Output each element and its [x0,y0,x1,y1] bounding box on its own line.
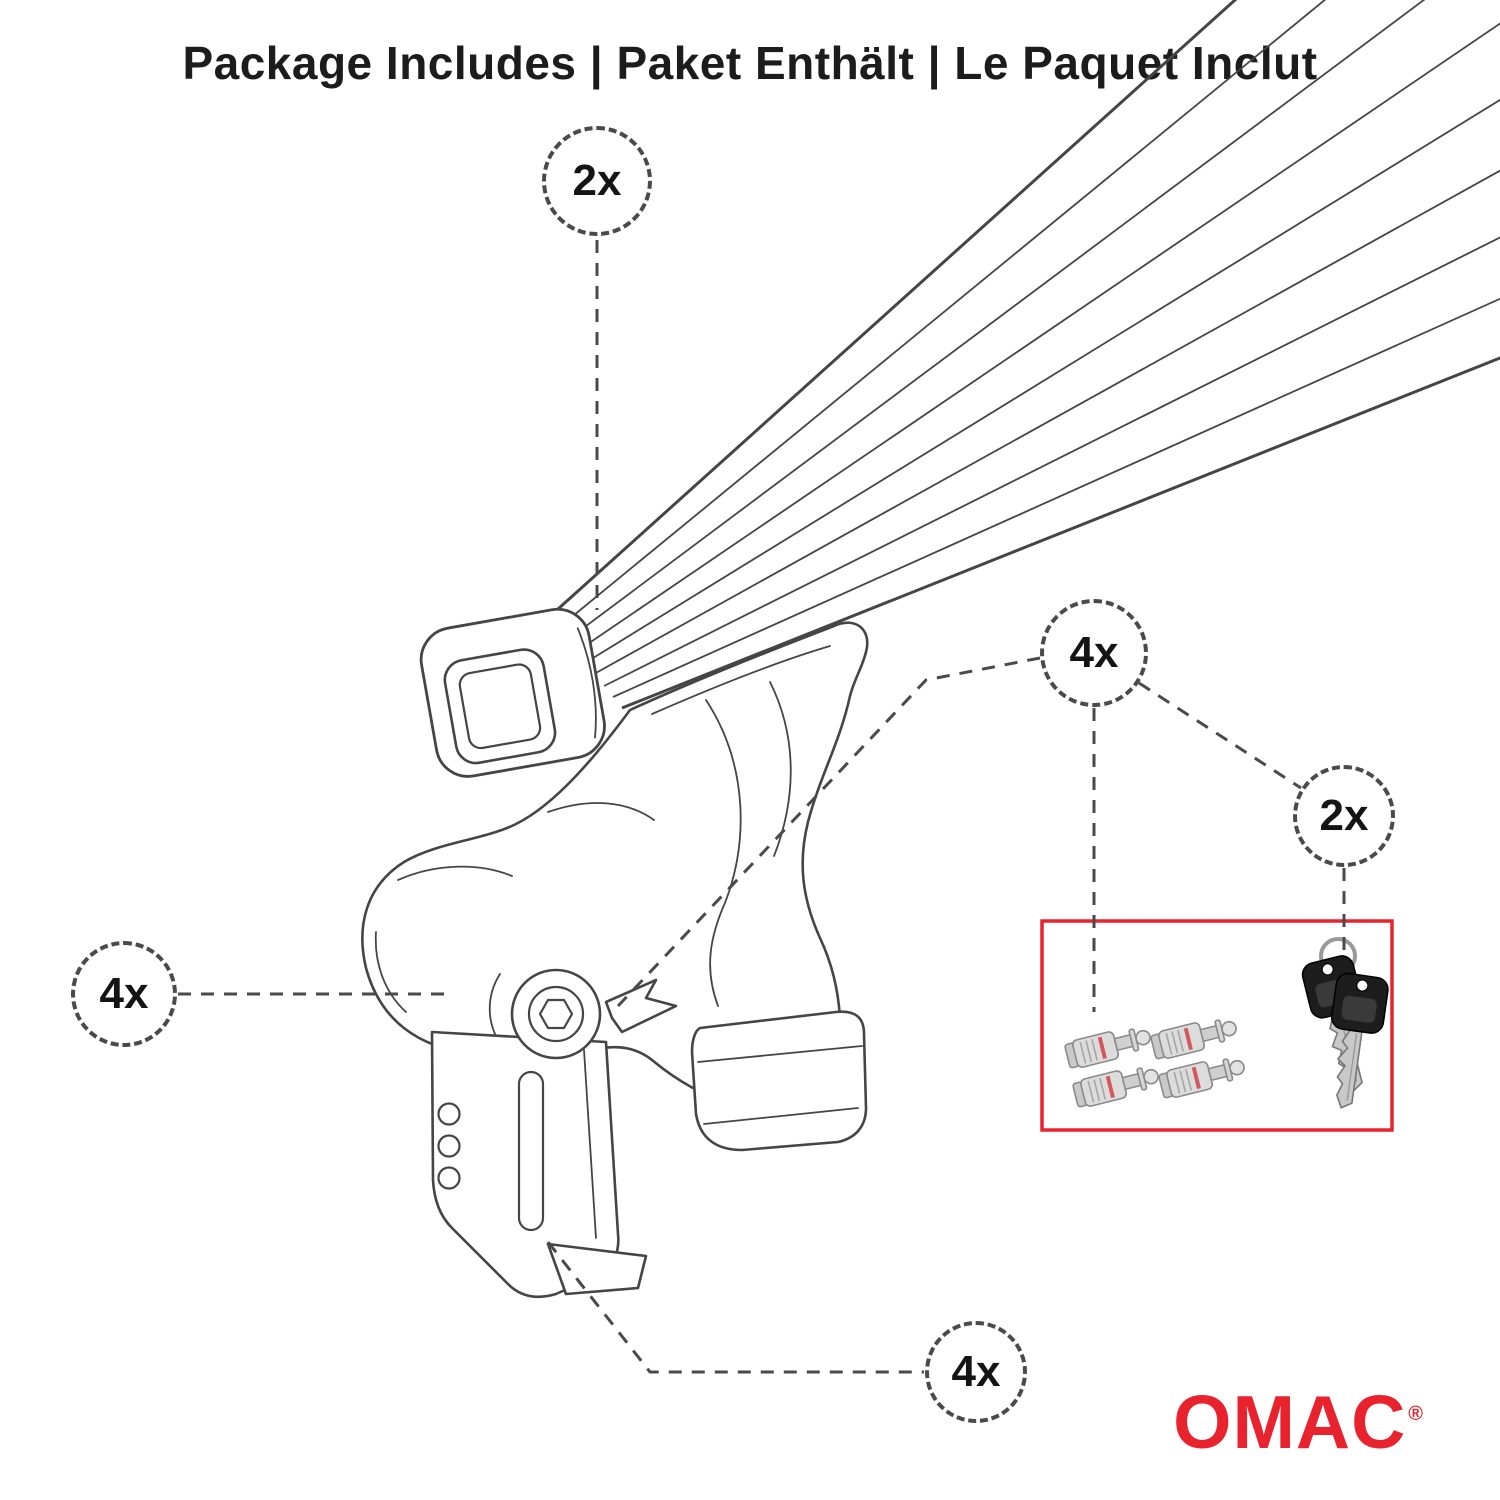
dashed-connector-lines [178,240,1346,1374]
base-pad-drawing [690,1010,868,1152]
callout-keys-qty: 2x [1293,765,1395,867]
lock-cylinders-image [1064,1019,1245,1108]
parts-box [1040,919,1394,1132]
registered-mark: ® [1408,1403,1424,1425]
molded-arrow-detail [604,978,678,1034]
bolt-boss-drawing [510,968,678,1060]
callout-label: 4x [951,1347,1001,1396]
callout-label: 4x [1069,628,1119,677]
callout-label: 2x [572,156,622,205]
brand-name: OMAC [1173,1380,1407,1464]
page-title: Package Includes | Paket Enthält | Le Pa… [182,37,1318,89]
callout-crossbar-qty: 2x [542,126,652,236]
callout-foot-qty: 4x [71,941,177,1047]
callout-lock-cylinders-qty: 4x [1040,599,1148,707]
brand-logo: OMAC® [1173,1385,1424,1460]
clamp-plate-drawing [430,1030,648,1298]
connector-locks-to-keys [1138,681,1302,790]
crossbar-drawing [546,0,1500,710]
connector-clamp [546,1241,924,1374]
keys-image [1301,937,1389,1109]
mounting-foot-drawing [361,621,869,1298]
callout-clamp-qty: 4x [925,1321,1027,1423]
callout-label: 2x [1319,791,1369,840]
end-cap-drawing [419,607,606,778]
callout-label: 4x [99,969,149,1018]
connector-locks-to-foot [616,656,1041,1008]
